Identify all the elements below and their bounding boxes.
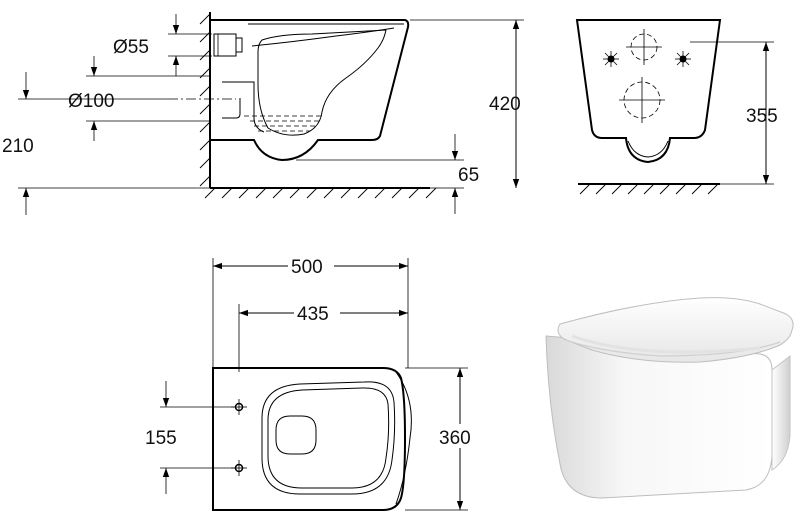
dim-total-height-label: 420 <box>489 94 521 115</box>
top-view: 500 435 155 360 <box>145 252 482 511</box>
front-body-outline <box>575 19 722 164</box>
side-inlet-collar <box>235 37 243 53</box>
side-view: Ø55 Ø100 210 420 65 <box>2 12 524 215</box>
dim-projection-label: 435 <box>297 304 329 325</box>
product-render <box>545 297 794 499</box>
side-floor-hatching <box>204 187 437 199</box>
front-fixing-hole-left-icon <box>603 51 619 67</box>
render-bowl-body <box>545 335 773 499</box>
side-inlet-pipe <box>213 33 237 57</box>
side-bowl-outline <box>210 19 410 162</box>
render-seat-edge <box>571 334 761 354</box>
front-fixing-hole-right-icon <box>675 51 691 67</box>
dim-fixing-spacing-label: 155 <box>145 428 177 449</box>
front-outlet-hole-icon <box>619 77 665 123</box>
top-bowl-rim <box>261 381 396 495</box>
top-body-outline <box>212 367 407 511</box>
dim-bowl-clearance-label: 65 <box>458 165 479 186</box>
dim-outlet-diameter-label: Ø100 <box>68 91 114 112</box>
top-drain-opening <box>275 415 317 455</box>
dim-outlet-height-label: 210 <box>2 136 34 157</box>
render-bowl-side <box>771 354 791 471</box>
side-wall-hatching <box>199 13 211 187</box>
dim-total-length-label: 500 <box>291 257 323 278</box>
top-bowl-inner-rim <box>267 387 390 489</box>
dim-width-label: 360 <box>439 428 471 449</box>
dim-fixing-height-label: 355 <box>746 106 778 127</box>
front-bowl-bottom-curve <box>627 140 669 158</box>
dim-inlet-diameter-label: Ø55 <box>113 37 149 58</box>
side-rim-curve <box>251 27 395 47</box>
side-trap-lower <box>222 98 241 119</box>
side-bowl-cavity <box>257 29 387 136</box>
front-view: 355 <box>575 19 778 195</box>
side-water-surface <box>244 115 322 132</box>
front-floor-hatching <box>579 183 719 195</box>
top-front-edge-curve <box>395 371 412 505</box>
front-inlet-hole-icon <box>626 29 662 65</box>
